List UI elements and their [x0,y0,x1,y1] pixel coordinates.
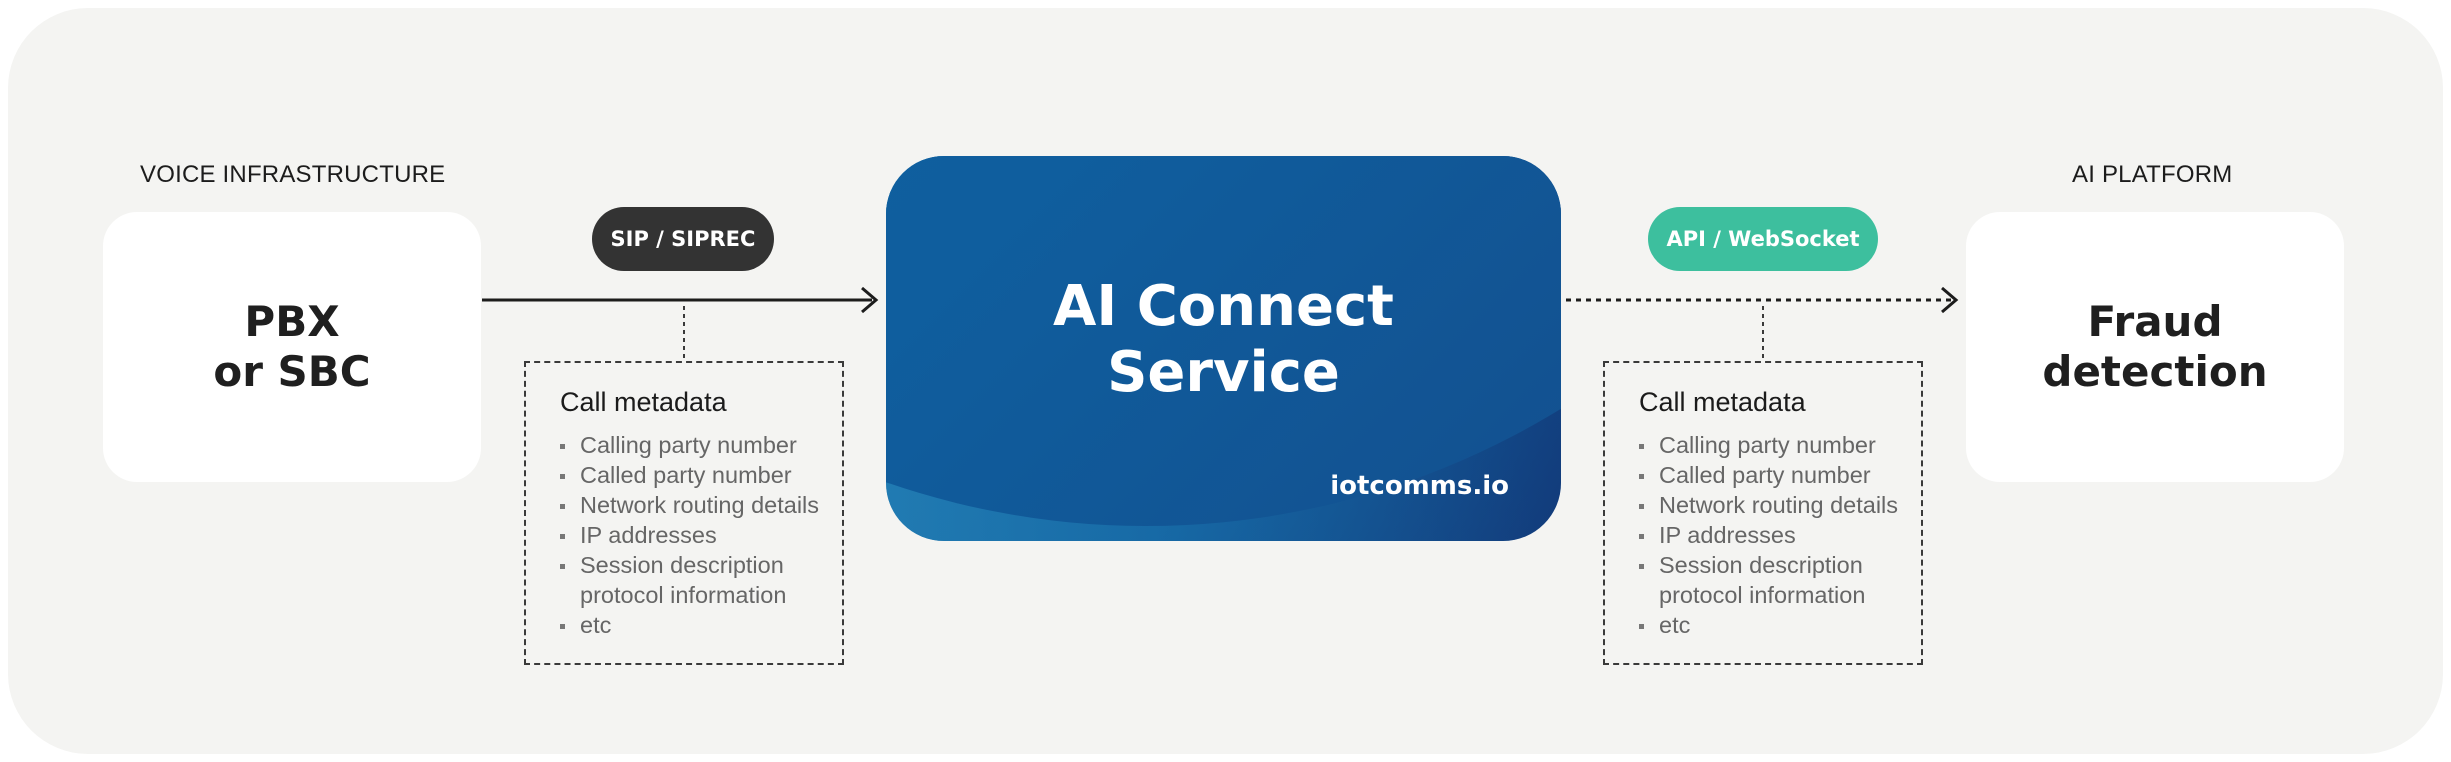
right-arrowhead [1941,286,1959,314]
ai-connect-service-box: AI Connect Service iotcomms.io [886,156,1561,541]
pbx-sbc-box: PBX or SBC [103,212,481,482]
list-item-continuation: protocol information [580,582,787,608]
list-item: Called party number [560,460,842,490]
api-websocket-pill: API / WebSocket [1648,207,1878,271]
list-item: etc [1639,610,1921,640]
list-item: etc [560,610,842,640]
list-item: Calling party number [1639,430,1921,460]
right-call-metadata-list: Calling party number Called party number… [1639,430,1921,640]
pbx-sbc-title: PBX or SBC [127,297,457,397]
brand-text: iotcomms.io [1330,471,1509,501]
left-call-metadata-title: Call metadata [560,387,727,417]
right-call-metadata-box: Call metadata Calling party number Calle… [1603,361,1923,665]
fraud-detection-title-line1: Fraud [2087,297,2223,346]
list-item: Called party number [1639,460,1921,490]
list-item-continuation: protocol information [1659,582,1866,608]
left-arrowhead [861,286,879,314]
core-title-line2: Service [1107,340,1340,405]
pbx-sbc-title-line1: PBX [244,297,340,346]
voice-infrastructure-label: VOICE INFRASTRUCTURE [140,161,446,188]
sip-siprec-pill: SIP / SIPREC [592,207,774,271]
ai-platform-label: AI PLATFORM [2072,161,2233,188]
pbx-sbc-title-line2: or SBC [213,347,371,396]
left-call-metadata-list: Calling party number Called party number… [560,430,842,640]
list-item: Network routing details [560,490,842,520]
fraud-detection-title-line2: detection [2042,347,2268,396]
list-item: Network routing details [1639,490,1921,520]
core-decorative-arc [886,156,1561,526]
list-item: Session description [1639,550,1921,580]
list-item: IP addresses [560,520,842,550]
ai-connect-service-title: AI Connect Service [886,274,1561,406]
fraud-detection-box: Fraud detection [1966,212,2344,482]
list-item: IP addresses [1639,520,1921,550]
fraud-detection-title: Fraud detection [1990,297,2320,397]
list-item: Calling party number [560,430,842,460]
right-call-metadata-title: Call metadata [1639,387,1806,417]
left-call-metadata-box: Call metadata Calling party number Calle… [524,361,844,665]
list-item: Session description [560,550,842,580]
core-title-line1: AI Connect [1053,274,1394,339]
